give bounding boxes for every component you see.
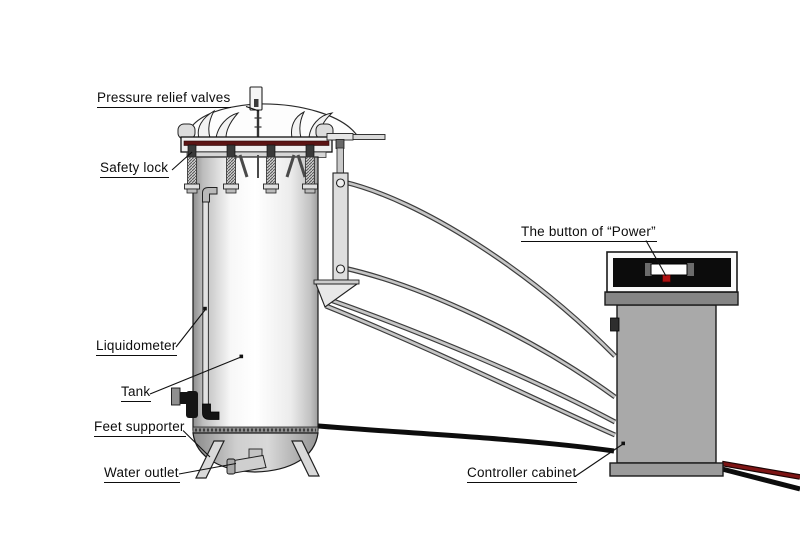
liquidometer-bottom-elbow	[202, 403, 220, 420]
leader-safety-lock	[171, 151, 193, 171]
leader-pressure-relief-valves	[245, 105, 260, 112]
label-pressure-relief-valves: Pressure relief valves	[97, 91, 232, 108]
liquidometer-tube	[202, 187, 220, 420]
power-indicator-light	[662, 274, 671, 283]
label-safety-lock: Safety lock	[100, 161, 170, 178]
water-outlet-pipe	[226, 448, 267, 475]
leader-dot-liquidometer	[203, 306, 207, 311]
hose-connector-bottom	[335, 264, 346, 274]
cabinet-collar	[604, 291, 739, 306]
cabinet-body	[616, 304, 717, 464]
safety-lock-clamp-4	[302, 144, 318, 194]
liquidometer-top-elbow	[202, 187, 218, 203]
slot-cap-right	[687, 263, 694, 276]
leader-power-button	[645, 240, 667, 277]
pressure-relief-valve	[249, 86, 263, 111]
leader-lines	[149, 105, 667, 477]
hose-fourth	[325, 303, 617, 438]
label-liquidometer: Liquidometer	[96, 339, 178, 356]
label-controller-cabinet: Controller cabinet	[467, 466, 578, 483]
manifold-bracket	[315, 283, 359, 308]
manifold-bolt	[335, 139, 345, 149]
leader-liquidometer	[175, 309, 206, 348]
manifold-assembly	[313, 133, 386, 308]
power-button[interactable]	[650, 263, 688, 276]
manifold-bar	[332, 172, 349, 281]
bottom-seam	[192, 426, 319, 434]
manifold-rod	[336, 147, 344, 174]
hose-second	[343, 265, 617, 400]
leader-dot-tank	[239, 354, 244, 359]
leader-controller-cabinet	[574, 443, 624, 477]
label-power-button: The button of “Power”	[521, 225, 657, 242]
power-cable	[305, 422, 615, 454]
label-feet-supporter: Feet supporter	[94, 420, 186, 437]
cabinet-side-knob	[610, 317, 620, 332]
leader-water-outlet	[178, 462, 237, 475]
label-water-outlet: Water outlet	[104, 466, 180, 483]
flange-stripe	[183, 140, 330, 146]
leader-dot-cabinet	[621, 441, 625, 446]
tank-body	[192, 156, 319, 431]
output-cable-black	[721, 466, 800, 492]
safety-lock-clamp-3	[263, 144, 279, 194]
foot-supporter-right	[291, 440, 320, 477]
foot-supporter-left	[195, 440, 225, 479]
safety-lock-clamp-1	[184, 144, 200, 194]
tank-assembly	[171, 86, 357, 479]
controller-cabinet	[604, 251, 739, 477]
output-cable-red	[721, 460, 800, 480]
cabinet-base	[609, 462, 724, 477]
label-tank: Tank	[121, 385, 152, 402]
leader-tank	[149, 356, 242, 395]
safety-lock-clamp-2	[223, 144, 239, 194]
hose-connector-top	[335, 178, 346, 188]
hose-top	[343, 179, 617, 358]
leader-feet-supporter	[182, 430, 211, 458]
slot-cap-left	[645, 263, 652, 276]
hose-third	[321, 294, 617, 425]
drain-elbow	[171, 387, 198, 418]
